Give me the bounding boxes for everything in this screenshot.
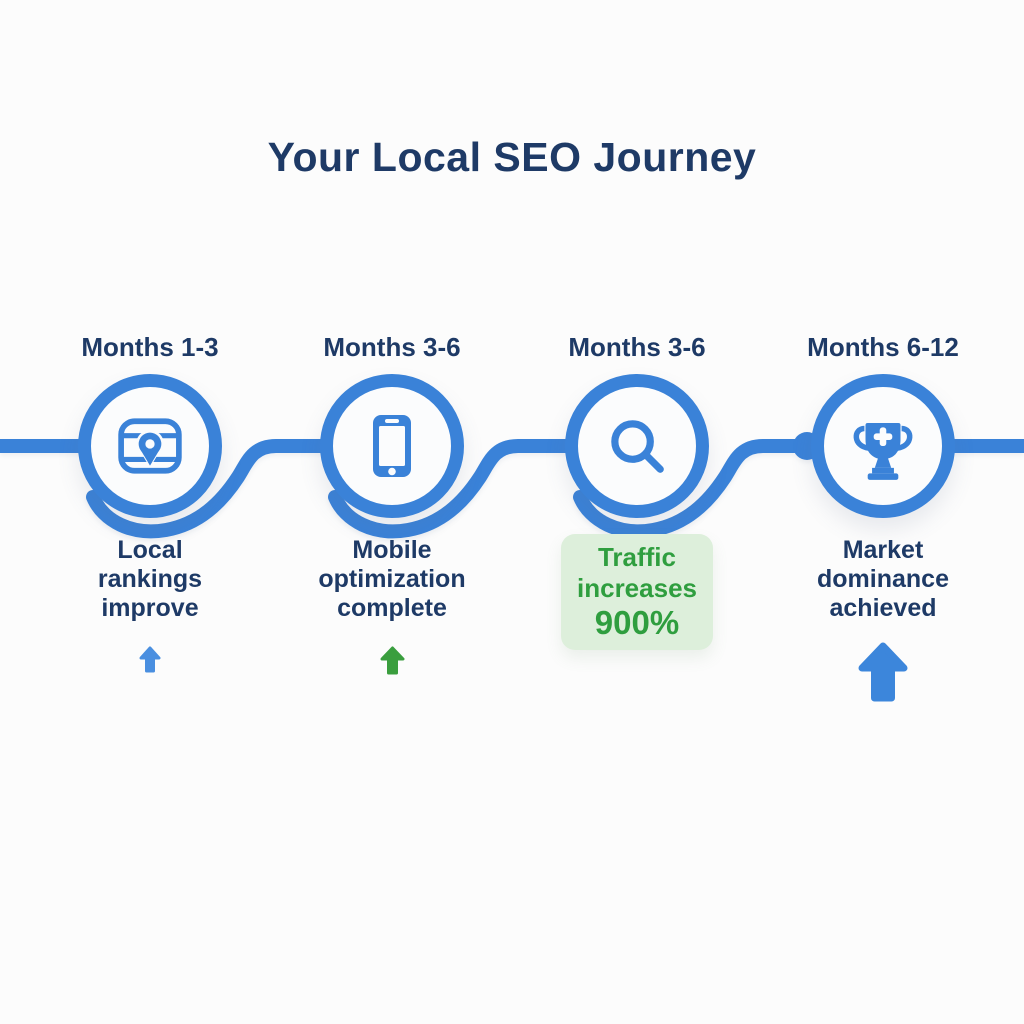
- smartphone-icon: [373, 415, 411, 477]
- milestone-period-label: Months 1-3: [81, 332, 219, 362]
- large-blue-up-arrow-icon: [858, 642, 908, 702]
- milestone-months-3-6-traffic: Months 3-6 Traffic increases 900%: [527, 332, 747, 650]
- ribbon-swoosh-3: [573, 439, 819, 539]
- milestone-caption: Local rankings improve: [97, 536, 203, 622]
- small-green-up-arrow-icon: [380, 646, 404, 675]
- milestone-circle: [320, 374, 464, 518]
- page-title: Your Local SEO Journey: [267, 134, 757, 180]
- ribbon-swoosh-2: [328, 439, 576, 539]
- search-magnifier-icon: [611, 420, 664, 473]
- milestone-months-3-6-mobile: Months 3-6 Mobile optimization complete: [282, 332, 502, 677]
- trophy-icon: [853, 423, 913, 480]
- traffic-highlight-box: Traffic increases 900%: [561, 534, 713, 650]
- milestone-circle: [78, 374, 222, 518]
- milestone-period-label: Months 3-6: [568, 332, 706, 362]
- milestone-caption: Mobile optimization complete: [318, 536, 466, 622]
- milestone-period-label: Months 3-6: [323, 332, 461, 362]
- small-blue-up-arrow-icon: [139, 646, 161, 673]
- milestone-months-6-12: Months 6-12 Market dominance achieved: [773, 332, 993, 703]
- milestone-circle: [565, 374, 709, 518]
- local-map-pin-icon: [118, 418, 182, 474]
- traffic-increase-value: 900%: [594, 604, 680, 641]
- milestone-circle: [811, 374, 955, 518]
- milestone-caption: Market dominance achieved: [817, 536, 949, 622]
- milestone-months-1-3: Months 1-3 Local rankings improve: [40, 332, 260, 675]
- milestone-period-label: Months 6-12: [807, 332, 959, 362]
- ribbon-swoosh-1: [86, 439, 331, 539]
